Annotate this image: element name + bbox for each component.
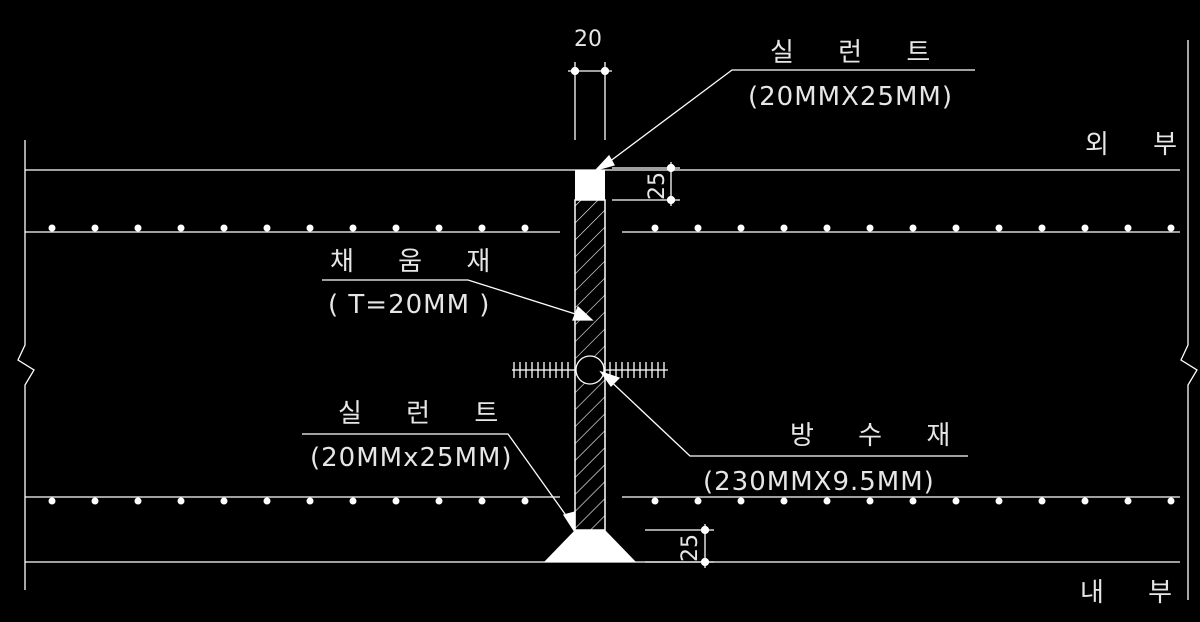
interior-label: 내 부 [1080, 578, 1190, 608]
rebar-dot [780, 224, 788, 232]
waterstop-size: (230MMX9.5MM) [703, 467, 935, 497]
top-sealant-leader [593, 69, 975, 172]
top-sealant-depth-value: 25 [645, 172, 670, 200]
rebar-dots [48, 224, 1175, 505]
rebar-dot [1038, 224, 1046, 232]
rebar-dot [823, 224, 831, 232]
rebar-dot [91, 497, 99, 505]
top-sealant-label: 실 런 트 [770, 38, 948, 68]
rebar-dot [91, 224, 99, 232]
rebar-dot [435, 224, 443, 232]
rebar-dot [694, 497, 702, 505]
rebar-dot [48, 224, 56, 232]
rebar-dot [1124, 224, 1132, 232]
filler-label: 채 움 재 [330, 247, 508, 277]
waterstop-label: 방 수 재 [790, 421, 968, 451]
waterstop [512, 355, 668, 385]
rebar-dot [263, 497, 271, 505]
rebar-dot [780, 497, 788, 505]
rebar-dot [392, 224, 400, 232]
rebar-dot [478, 497, 486, 505]
rebar-dot [909, 497, 917, 505]
waterstop-ribs [513, 362, 665, 378]
rebar-dot [478, 224, 486, 232]
rebar-dot [1167, 224, 1175, 232]
rebar-dot [651, 497, 659, 505]
rebar-dot [306, 497, 314, 505]
rebar-dot [220, 497, 228, 505]
break-line-left [17, 140, 35, 590]
rebar-dot [1081, 224, 1089, 232]
filler-size: ( T=20MM ) [328, 290, 490, 320]
rebar-dot [995, 497, 1003, 505]
rebar-dot [1124, 497, 1132, 505]
rebar-dot [694, 224, 702, 232]
rebar-dot [909, 224, 917, 232]
waterstop-bulb [575, 355, 605, 385]
rebar-dot [349, 497, 357, 505]
joint-width-dimension [568, 62, 612, 140]
bottom-sealant-dimension [645, 524, 714, 568]
rebar-dot [651, 224, 659, 232]
rebar-dot [306, 224, 314, 232]
rebar-dot [1167, 497, 1175, 505]
bottom-sealant-block [544, 530, 636, 562]
bottom-sealant-depth-value: 25 [678, 534, 703, 562]
joint-width-value: 20 [574, 27, 602, 52]
rebar-dot [134, 497, 142, 505]
rebar-dot [177, 497, 185, 505]
rebar-dot [521, 224, 529, 232]
bottom-sealant-size: (20MMx25MM) [310, 443, 513, 473]
rebar-dot [521, 497, 529, 505]
rebar-dot [220, 224, 228, 232]
rebar-dot [866, 224, 874, 232]
waterstop-leader [599, 370, 968, 457]
bottom-sealant-leader [302, 433, 576, 535]
rebar-dot [263, 224, 271, 232]
top-sealant-size: (20MMX25MM) [748, 82, 953, 112]
top-sealant-dimension [612, 162, 680, 206]
bottom-sealant-label: 실 런 트 [338, 399, 516, 429]
exterior-label: 외 부 [1085, 130, 1195, 160]
rebar-dot [737, 224, 745, 232]
top-sealant-block [575, 170, 605, 200]
rebar-dot [823, 497, 831, 505]
rebar-dot [1081, 497, 1089, 505]
rebar-dot [435, 497, 443, 505]
rebar-dot [952, 224, 960, 232]
rebar-dot [952, 497, 960, 505]
rebar-dot [392, 497, 400, 505]
rebar-dot [134, 224, 142, 232]
rebar-dot [349, 224, 357, 232]
rebar-dot [48, 497, 56, 505]
rebar-dot [737, 497, 745, 505]
break-line-right [1180, 40, 1198, 600]
filler-leader [322, 279, 594, 321]
rebar-dot [995, 224, 1003, 232]
rebar-dot [866, 497, 874, 505]
rebar-dot [1038, 497, 1046, 505]
rebar-dot [177, 224, 185, 232]
